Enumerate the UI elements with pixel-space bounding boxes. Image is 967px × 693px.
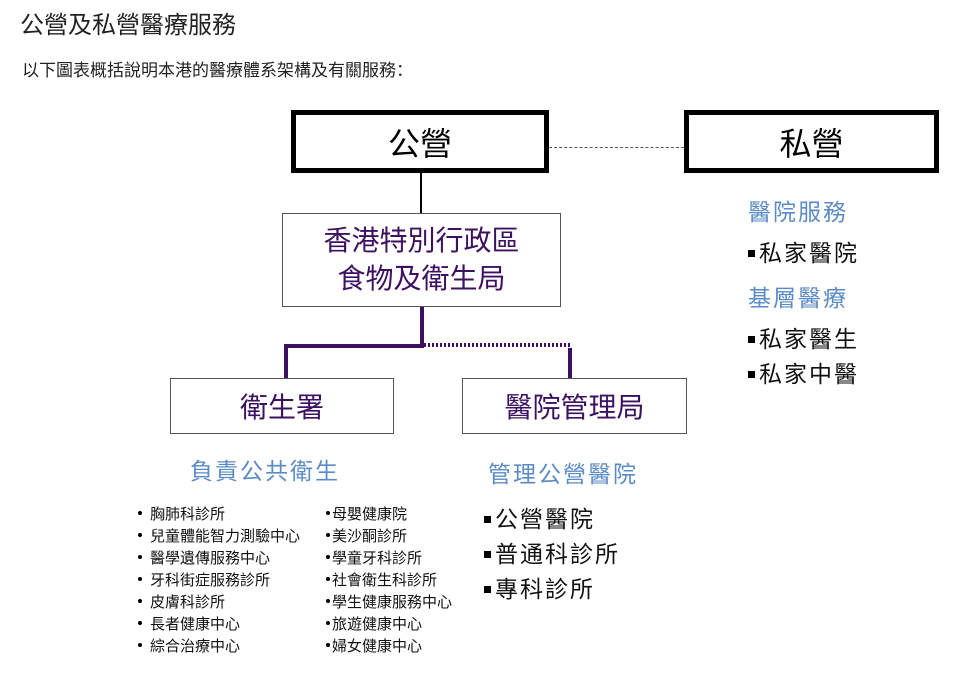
public-sector-box: 公營 [291,110,549,173]
ha-heading: 管理公營醫院 [488,462,638,488]
list-item-label: 綜合治療中心 [150,637,241,655]
dh-heading: 負責公共衛生 [190,459,340,485]
private-sector-label: 私營 [779,124,844,163]
bullet-icon [326,577,330,581]
private-hospital-item: 私家醫院 [748,234,859,268]
hospital-authority-box: 醫院管理局 [462,378,687,434]
ha-service-item: 普通科診所 [484,535,620,569]
bullet-icon [138,577,142,581]
ha-service-label: 公營醫院 [495,507,595,533]
list-item-label: 醫學遺傳服務中心 [150,549,271,567]
bullet-icon [484,586,491,593]
ha-service-item: 公營醫院 [484,500,595,534]
list-item-label: 社會衛生科診所 [332,571,438,589]
list-item-label: 學童牙科診所 [332,549,423,567]
list-item: 長者健康中心 [138,613,300,635]
dh-branch-connector [284,344,424,348]
list-item-label: 美沙酮診所 [332,527,408,545]
bullet-icon [138,621,142,625]
food-health-bureau-box: 香港特別行政區 食物及衛生局 [282,213,561,307]
bullet-icon [484,516,491,523]
bullet-icon [326,599,330,603]
bullet-icon [138,533,142,537]
list-item: 美沙酮診所 [326,525,452,547]
list-item-label: 皮膚科診所 [150,593,226,611]
list-item: 婦女健康中心 [326,635,452,657]
list-item: 旅遊健康中心 [326,613,452,635]
ha-branch-connector [424,343,570,347]
bullet-icon [484,551,491,558]
public-sector-label: 公營 [387,124,452,163]
private-primary-heading: 基層醫療 [748,286,848,312]
ha-service-item: 專科診所 [484,570,595,604]
ha-service-label: 專科診所 [495,577,595,603]
list-item-label: 婦女健康中心 [332,637,423,655]
list-item: 學童牙科診所 [326,547,452,569]
fhb-label-line1: 香港特別行政區 [323,224,520,257]
fhb-down-connector [420,307,424,347]
fhb-label-line2: 食物及衛生局 [337,262,506,295]
public-private-connector [549,147,684,148]
list-item-label: 母嬰健康院 [332,505,408,523]
bullet-icon [326,511,330,515]
bullet-icon [326,643,330,647]
list-item: 兒童體能智力測驗中心 [138,525,300,547]
list-item: 母嬰健康院 [326,503,452,525]
private-primary-item: 私家醫生 [748,320,859,354]
bullet-icon [138,511,142,515]
list-item: 學生健康服務中心 [326,591,452,613]
private-hospital-item-label: 私家醫院 [759,241,859,267]
list-item: 皮膚科診所 [138,591,300,613]
dh-drop-connector [284,344,288,378]
intro-text: 以下圖表概括說明本港的醫療體系架構及有關服務： [22,61,413,81]
bullet-icon [138,643,142,647]
list-item: 綜合治療中心 [138,635,300,657]
list-item: 胸肺科診所 [138,503,300,525]
list-item-label: 旅遊健康中心 [332,615,423,633]
list-item-label: 長者健康中心 [150,615,241,633]
list-item-label: 牙科街症服務診所 [150,571,271,589]
dh-services-col1: 胸肺科診所 兒童體能智力測驗中心 醫學遺傳服務中心 牙科街症服務診所 皮膚科診所… [138,503,300,657]
private-primary-item-label: 私家醫生 [759,327,859,353]
list-item: 醫學遺傳服務中心 [138,547,300,569]
bullet-icon [326,555,330,559]
list-item-label: 學生健康服務中心 [332,593,453,611]
private-sector-box: 私營 [684,110,939,173]
dh-services-col2: 母嬰健康院 美沙酮診所 學童牙科診所 社會衛生科診所 學生健康服務中心 旅遊健康… [326,503,452,657]
ha-label: 醫院管理局 [504,391,645,424]
bullet-icon [138,555,142,559]
dh-label: 衛生署 [239,391,324,424]
bullet-icon [138,599,142,603]
bullet-icon [748,371,755,378]
list-item-label: 兒童體能智力測驗中心 [150,527,301,545]
private-hospital-heading: 醫院服務 [748,200,848,226]
bullet-icon [748,250,755,257]
ha-service-label: 普通科診所 [495,542,620,568]
public-fhb-connector [420,173,422,213]
page-title: 公營及私營醫療服務 [20,11,236,39]
private-primary-item-label: 私家中醫 [759,362,859,388]
bullet-icon [326,533,330,537]
list-item-label: 胸肺科診所 [150,505,226,523]
list-item: 牙科街症服務診所 [138,569,300,591]
bullet-icon [748,336,755,343]
private-primary-item: 私家中醫 [748,355,859,389]
ha-drop-connector [568,348,572,378]
department-of-health-box: 衛生署 [170,378,394,434]
bullet-icon [326,621,330,625]
list-item: 社會衛生科診所 [326,569,452,591]
